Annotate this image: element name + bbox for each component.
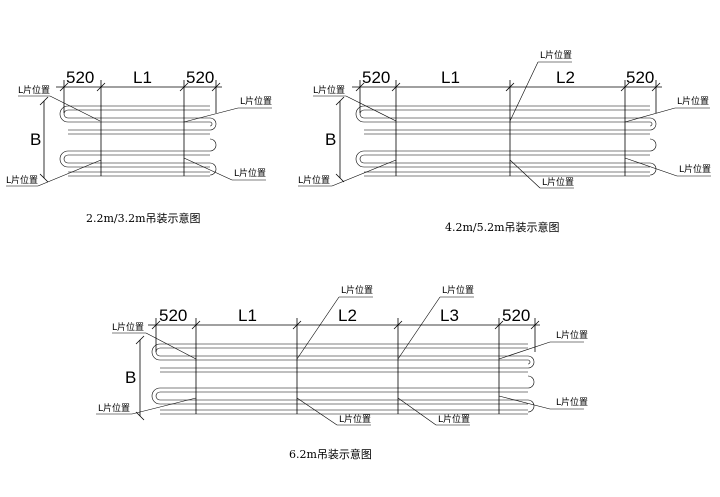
l-position-label-bottom-mid: L片位置 <box>542 176 574 188</box>
dim-L2: L2 <box>556 68 575 87</box>
dim-B: B <box>30 130 41 149</box>
dim-L1: L1 <box>133 68 152 87</box>
dim-520-left: 520 <box>362 68 390 87</box>
tube-group-lower <box>59 138 217 177</box>
caption-diagram-1: 2.2m/3.2m吊装示意图 <box>86 211 201 225</box>
l-position-label-tl: L片位置 <box>112 321 144 333</box>
dim-520-left: 520 <box>159 306 187 325</box>
l-position-label-tr: L片位置 <box>677 95 709 107</box>
l-position-label-top-mid-1: L片位置 <box>341 284 373 296</box>
dim-L1: L1 <box>238 306 257 325</box>
tube-group-lower <box>355 138 657 177</box>
l-position-label-bottom-mid-1: L片位置 <box>339 413 371 425</box>
l-position-label-br: L片位置 <box>679 163 711 175</box>
l-position-label-top-mid: L片位置 <box>540 49 572 61</box>
l-position-label-br: L片位置 <box>556 396 588 408</box>
dim-L3: L3 <box>440 306 459 325</box>
diagram-3: 520 L1 L2 L3 520 B <box>96 284 588 461</box>
tube-group-upper <box>59 105 217 135</box>
l-position-label-bl: L片位置 <box>298 174 330 186</box>
l-position-label-tr: L片位置 <box>240 95 272 107</box>
l-position-label-tl: L片位置 <box>313 84 345 96</box>
tube-group-upper <box>355 105 657 135</box>
l-position-label-bl: L片位置 <box>6 174 38 186</box>
l-position-label-bl: L片位置 <box>98 402 130 414</box>
tube-group-lower <box>151 375 535 415</box>
dim-520-right: 520 <box>626 68 654 87</box>
diagram-1: 520 L1 520 B <box>6 68 272 225</box>
l-position-label-tr: L片位置 <box>556 329 588 341</box>
dim-520-left: 520 <box>66 68 94 87</box>
diagram-2: 520 L1 L2 520 B <box>298 49 711 234</box>
tube-group-upper <box>151 343 535 373</box>
caption-diagram-3: 6.2m吊装示意图 <box>289 447 372 461</box>
l-position-label-top-mid-2: L片位置 <box>442 284 474 296</box>
dim-L1: L1 <box>441 68 460 87</box>
l-position-label-br: L片位置 <box>234 167 266 179</box>
caption-diagram-2: 4.2m/5.2m吊装示意图 <box>445 220 560 234</box>
dim-L2: L2 <box>338 306 357 325</box>
l-position-label-bottom-mid-2: L片位置 <box>438 413 470 425</box>
dim-B: B <box>125 368 136 387</box>
dim-520-right: 520 <box>502 306 530 325</box>
dim-B: B <box>325 130 336 149</box>
dim-520-right: 520 <box>186 68 214 87</box>
l-position-label-tl: L片位置 <box>18 84 50 96</box>
